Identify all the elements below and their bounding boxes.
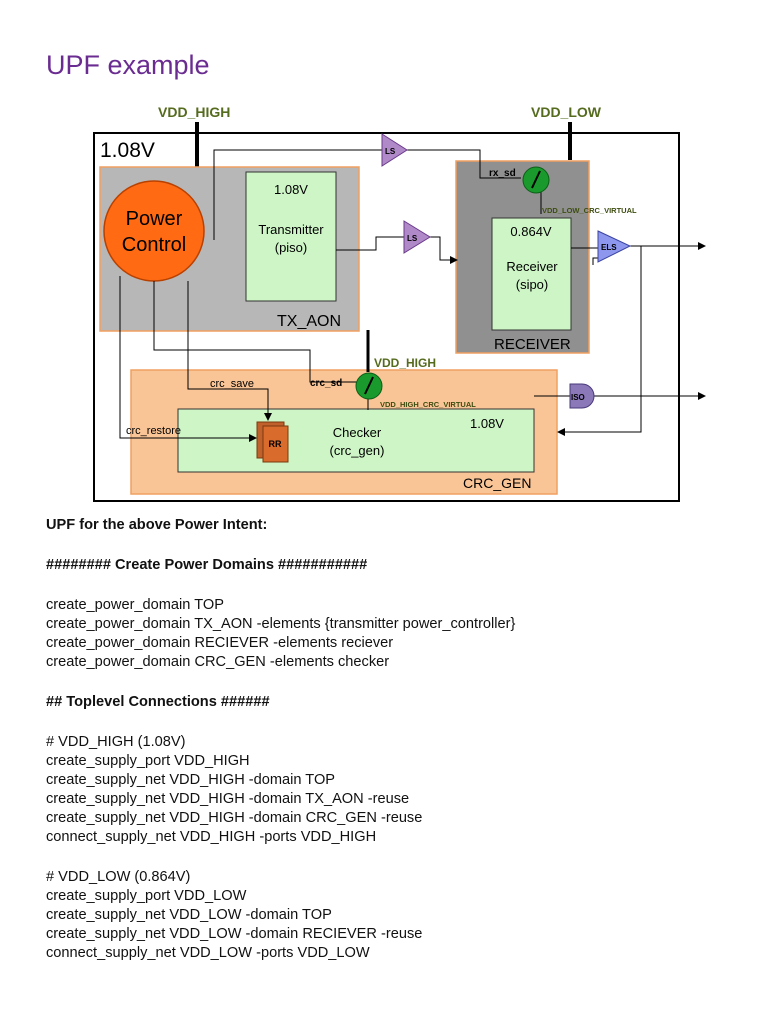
power-intent-diagram: VDD_HIGH VDD_LOW 1.08V TX_AON 1.08V Tran… xyxy=(93,104,706,502)
power-control-line2: Control xyxy=(122,234,186,256)
transmitter-block xyxy=(245,171,337,302)
code-line: create_power_domain TX_AON -elements {tr… xyxy=(46,616,516,632)
tx-aon-label: TX_AON xyxy=(277,313,341,330)
transmitter-voltage: 1.08V xyxy=(274,182,308,197)
transmitter-name: Transmitter xyxy=(258,222,324,237)
power-control-line1: Power xyxy=(126,208,183,230)
tx-to-ls-mid-wire xyxy=(336,236,404,251)
code-line: create_supply_net VDD_HIGH -domain TOP xyxy=(46,772,336,788)
code-line: create_supply_net VDD_HIGH -domain TX_AO… xyxy=(46,791,410,807)
ls-top-label: LS xyxy=(385,147,396,156)
crc-sd-label: crc_sd xyxy=(310,378,342,389)
code-line: create_supply_net VDD_LOW -domain TOP xyxy=(46,907,332,923)
transmitter-sub: (piso) xyxy=(275,240,308,255)
code-line: connect_supply_net VDD_HIGH -ports VDD_H… xyxy=(46,829,377,845)
crc-sd-wire xyxy=(153,281,360,383)
receiver-voltage: 0.864V xyxy=(510,224,552,239)
code-line: create_supply_port VDD_LOW xyxy=(46,888,247,904)
code-line: connect_supply_net VDD_LOW -ports VDD_LO… xyxy=(46,945,370,961)
receiver-label: RECEIVER xyxy=(494,336,571,353)
code-line: create_power_domain CRC_GEN -elements ch… xyxy=(46,654,390,670)
vdd-low-virtual-label: VDD_LOW_CRC_VIRTUAL xyxy=(542,206,637,215)
checker-voltage: 1.08V xyxy=(470,416,504,431)
els-cell xyxy=(597,230,632,263)
iso-label: ISO xyxy=(571,393,585,402)
section-heading-domains: ######## Create Power Domains ##########… xyxy=(46,557,368,573)
els-enable-wire xyxy=(592,257,598,265)
vdd-high-crc-label: VDD_HIGH xyxy=(374,356,436,370)
receiver-name: Receiver xyxy=(506,259,558,274)
crc-switch-mark xyxy=(364,376,374,395)
crc-restore-wire xyxy=(119,276,257,442)
code-line: create_power_domain RECIEVER -elements r… xyxy=(46,635,394,651)
rx-switch-mark xyxy=(531,170,541,189)
upf-text: UPF for the above Power Intent: ########… xyxy=(46,516,726,963)
vdd-high-virtual-label: VDD_HIGH_CRC_VIRTUAL xyxy=(380,400,476,409)
rr-cell xyxy=(262,425,289,463)
ls-top-cell xyxy=(381,133,408,167)
rx-sd-label: rx_sd xyxy=(489,168,516,179)
receiver-sub: (sipo) xyxy=(516,277,549,292)
tx-to-ls-top-wire xyxy=(213,149,382,240)
checker-sub: (crc_gen) xyxy=(330,443,385,458)
crc-restore-label: crc_restore xyxy=(126,425,181,437)
code-line: create_power_domain TOP xyxy=(46,597,224,613)
rr-label: RR xyxy=(269,439,282,449)
ls-mid-cell xyxy=(403,220,431,254)
feedback-wire xyxy=(557,246,642,436)
code-line: create_supply_net VDD_LOW -domain RECIEV… xyxy=(46,926,423,942)
page-title: UPF example xyxy=(46,50,210,80)
power-control-circle xyxy=(103,180,205,282)
ls-mid-label: LS xyxy=(407,234,418,243)
checker-name: Checker xyxy=(333,425,382,440)
ls-mid-to-receiver-wire xyxy=(430,236,458,264)
crc-save-wire xyxy=(187,281,272,421)
vdd-low-label: VDD_LOW xyxy=(531,104,602,120)
top-voltage: 1.08V xyxy=(100,139,155,162)
intro-heading: UPF for the above Power Intent: xyxy=(46,517,268,533)
crc-gen-label: CRC_GEN xyxy=(463,475,531,491)
checker-block xyxy=(177,408,535,473)
code-line: create_supply_port VDD_HIGH xyxy=(46,753,250,769)
code-line: create_supply_net VDD_HIGH -domain CRC_G… xyxy=(46,810,423,826)
crc-save-label: crc_save xyxy=(210,378,254,390)
section-heading-connections: ## Toplevel Connections ###### xyxy=(46,694,270,710)
receiver-block xyxy=(491,217,572,331)
ls-top-to-switch-wire xyxy=(407,149,521,179)
vdd-high-label: VDD_HIGH xyxy=(158,104,230,120)
iso-cell xyxy=(569,383,595,409)
code-line: # VDD_LOW (0.864V) xyxy=(46,869,191,885)
els-label: ELS xyxy=(601,243,617,252)
code-line: # VDD_HIGH (1.08V) xyxy=(46,734,186,750)
